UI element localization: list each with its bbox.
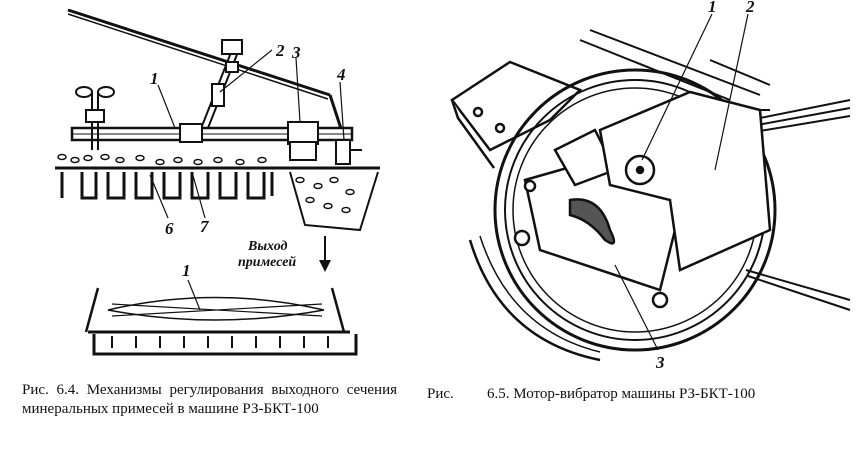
eccentric-weight bbox=[598, 90, 772, 272]
caption-label: Рис. bbox=[427, 386, 454, 402]
leader-lines-right bbox=[614, 13, 749, 351]
grain-dots bbox=[57, 153, 355, 214]
sieve-deck bbox=[55, 166, 380, 232]
outlet-note-line1: Выход bbox=[247, 239, 288, 254]
callout-2: 2 bbox=[745, 0, 755, 16]
figure-6-5: 1 2 3 bbox=[430, 0, 856, 380]
outlet-note-line2: примесей bbox=[238, 255, 296, 270]
leader-lines bbox=[149, 49, 345, 219]
caption-figure-6-4: Рис. 6.4. Механизмы регулирования выходн… bbox=[22, 382, 397, 417]
mounting-plate bbox=[450, 60, 583, 169]
wing-nut bbox=[75, 86, 115, 150]
callout-1: 1 bbox=[708, 0, 717, 16]
caption-text: 6.5. Мотор-вибратор машины РЗ-БКТ-100 bbox=[487, 386, 756, 402]
callout-3: 3 bbox=[291, 43, 301, 62]
callout-1: 1 bbox=[150, 69, 159, 88]
callout-4: 4 bbox=[336, 65, 346, 84]
figure-6-4-drawing: 1 2 3 4 6 7 Выход примесей 1 bbox=[55, 8, 380, 356]
figure-6-4: 1 2 3 4 6 7 Выход примесей 1 bbox=[0, 0, 420, 380]
callout-6: 6 bbox=[165, 219, 174, 238]
callout-3: 3 bbox=[655, 353, 665, 372]
outlet-arrow bbox=[319, 236, 331, 272]
regulator-plate bbox=[70, 121, 354, 145]
adjusting-screw bbox=[201, 39, 243, 129]
callout-2: 2 bbox=[275, 41, 285, 60]
caption-figure-6-5: Рис. 6.5. Мотор-вибратор машины РЗ-БКТ-10… bbox=[427, 385, 847, 404]
leader-line-lower bbox=[187, 279, 201, 311]
callout-1-lower: 1 bbox=[182, 261, 191, 280]
figure-6-5-drawing: 1 2 3 bbox=[450, 0, 851, 372]
callout-7: 7 bbox=[200, 217, 210, 236]
bracket bbox=[289, 139, 362, 165]
plate-detail bbox=[84, 287, 358, 356]
